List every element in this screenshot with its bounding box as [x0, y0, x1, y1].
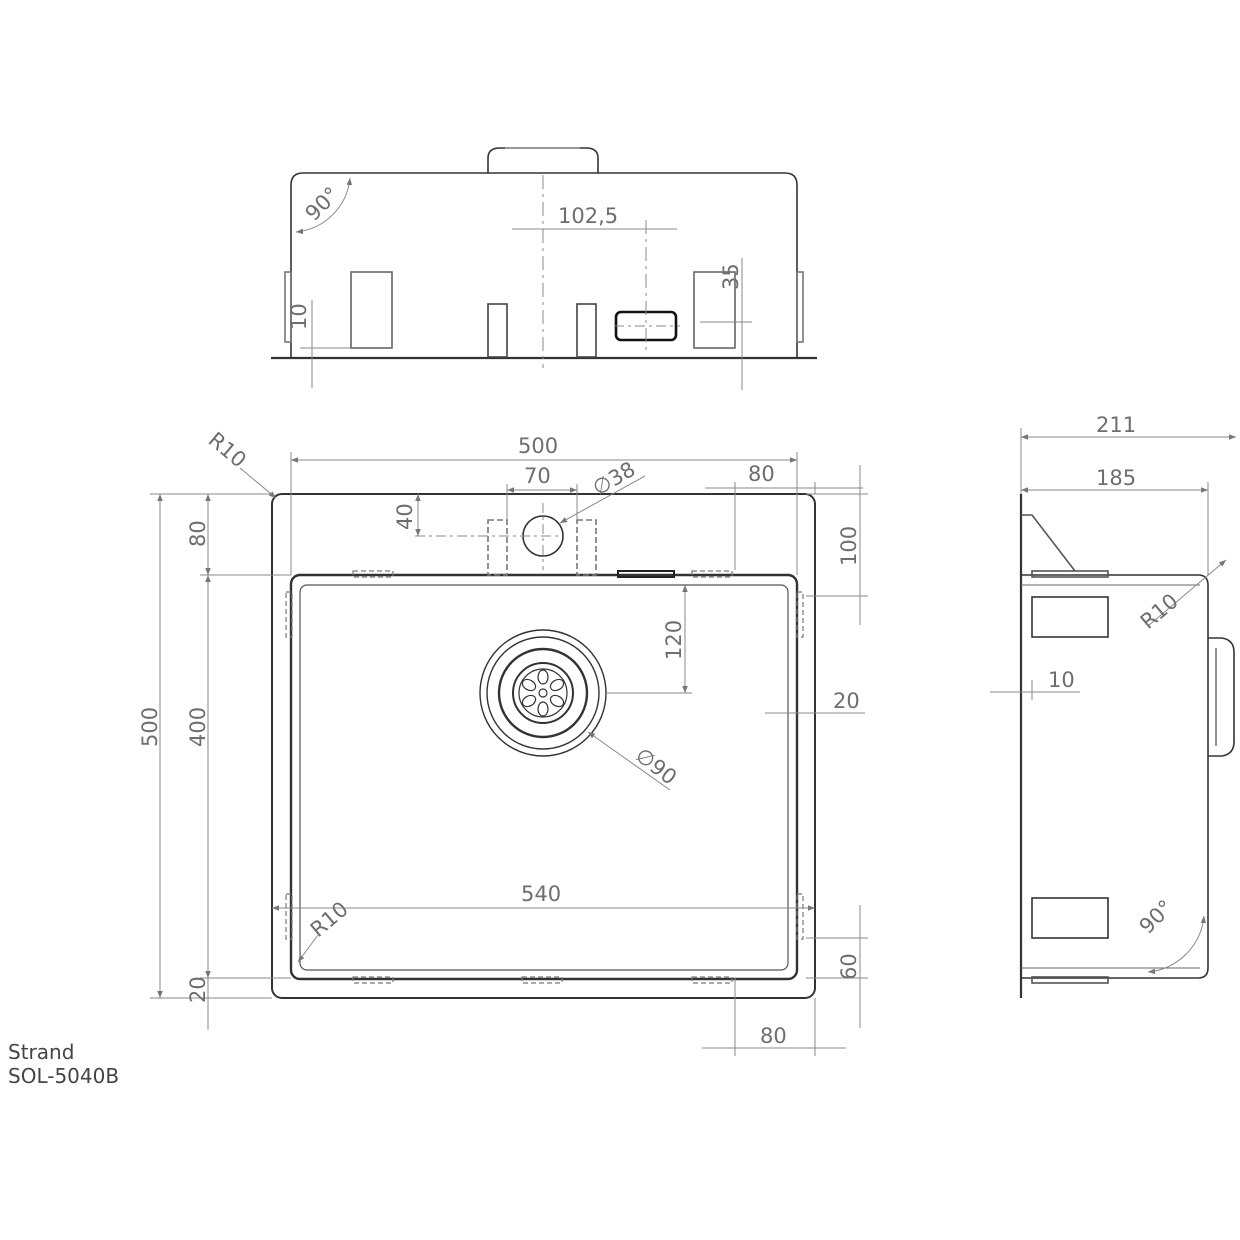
dim-r10-outer: R10	[204, 427, 251, 472]
dim-60: 60	[837, 953, 861, 980]
dim-400: 400	[186, 707, 210, 747]
dim-20-right: 20	[833, 689, 860, 713]
dim-40: 40	[393, 503, 417, 530]
dim-120: 120	[662, 620, 686, 660]
dim-r10-inner: R10	[306, 897, 353, 942]
dim-20-bottom: 20	[186, 976, 210, 1003]
dim-10-front: 10	[287, 303, 311, 330]
dim-211: 211	[1096, 413, 1136, 437]
dim-10-side: 10	[1048, 668, 1075, 692]
dim-185: 185	[1096, 466, 1136, 490]
dim-80-left: 80	[186, 520, 210, 547]
dim-500-width: 500	[518, 434, 558, 458]
front-view	[271, 147, 817, 360]
dim-100: 100	[837, 526, 861, 566]
side-view-labels: 211 185 R10 10 90°	[1048, 413, 1183, 939]
dim-angle-90-side: 90°	[1135, 895, 1178, 938]
model-number: SOL-5040B	[8, 1064, 120, 1088]
top-view-dimensions	[150, 452, 868, 1056]
side-view	[1019, 494, 1235, 998]
dim-angle-90: 90°	[301, 182, 344, 225]
dim-80-bottom: 80	[760, 1024, 787, 1048]
model-caption: Strand SOL-5040B	[8, 1040, 119, 1088]
side-view-dimensions	[990, 428, 1236, 975]
dim-102-5: 102,5	[558, 204, 618, 228]
front-view-dimensions	[295, 175, 752, 390]
front-view-labels: 102,5 90° 10 35	[287, 182, 743, 330]
dim-drain-90: ∅90	[631, 743, 681, 790]
dim-540: 540	[521, 882, 561, 906]
dim-r10-side: R10	[1136, 589, 1183, 634]
dim-70: 70	[524, 464, 551, 488]
dim-500-height: 500	[138, 707, 162, 747]
dim-35-front: 35	[719, 263, 743, 290]
brand-name: Strand	[8, 1040, 75, 1064]
dim-80-top: 80	[748, 462, 775, 486]
